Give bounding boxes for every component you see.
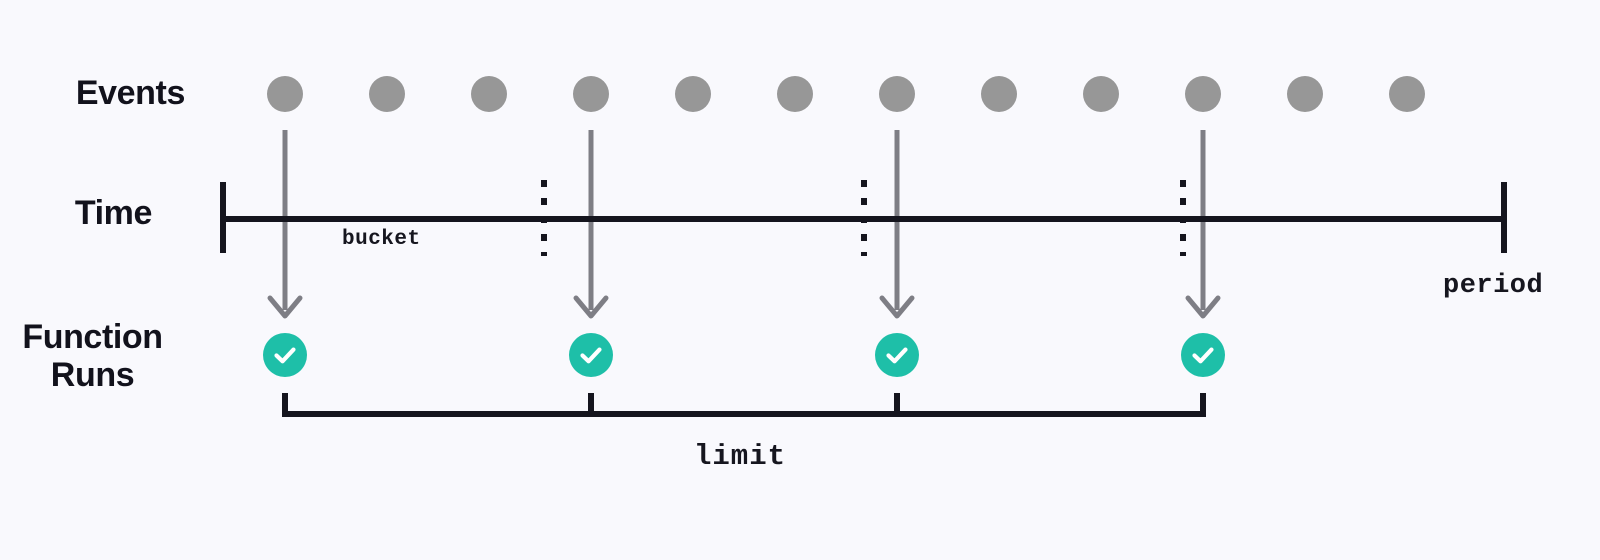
event-dot: [1185, 76, 1221, 112]
event-trigger-arrow-head: [573, 295, 609, 319]
event-trigger-arrow-head: [879, 295, 915, 319]
limit-annotation: limit: [694, 440, 787, 473]
event-dot: [777, 76, 813, 112]
event-dot: [471, 76, 507, 112]
event-trigger-arrow-head: [1185, 295, 1221, 319]
row-label-function-runs: Function Runs: [22, 318, 163, 395]
event-dot: [1287, 76, 1323, 112]
period-annotation: period: [1443, 271, 1544, 301]
function-run-success-icon: [1181, 333, 1225, 377]
event-dot: [675, 76, 711, 112]
event-dot: [879, 76, 915, 112]
function-run-success-icon: [569, 333, 613, 377]
function-run-success-icon: [263, 333, 307, 377]
row-label-events: Events: [75, 74, 186, 112]
row-label-time: Time: [74, 194, 153, 232]
bucket-dividers: [541, 180, 1186, 256]
event-dot: [573, 76, 609, 112]
function-run-success-icon: [875, 333, 919, 377]
limit-bracket: [282, 393, 1206, 417]
event-dot: [981, 76, 1017, 112]
event-dot: [267, 76, 303, 112]
event-to-run-arrows: [267, 130, 1221, 319]
bucket-annotation: bucket: [342, 228, 421, 251]
event-trigger-arrow-head: [267, 295, 303, 319]
limit-bracket-path: [282, 393, 1206, 417]
event-dot: [1083, 76, 1119, 112]
event-dot: [369, 76, 405, 112]
event-dot: [1389, 76, 1425, 112]
